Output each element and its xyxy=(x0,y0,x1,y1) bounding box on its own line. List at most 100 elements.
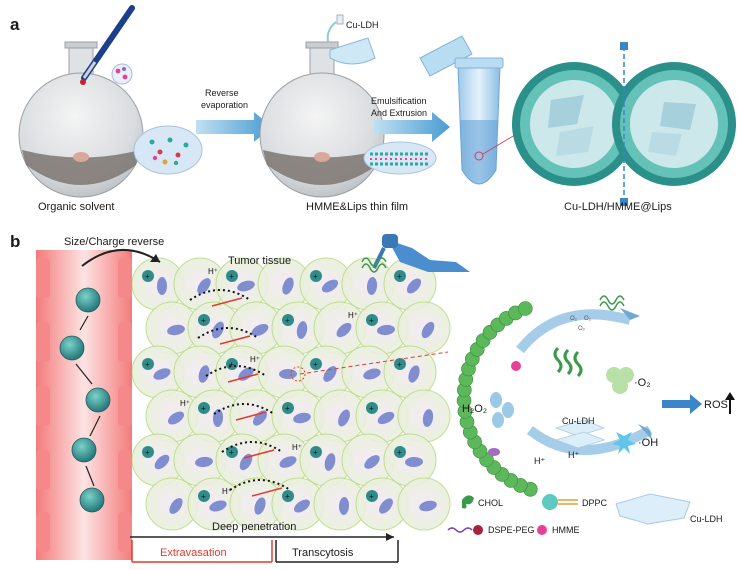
hydroxyl-label: ·OH xyxy=(638,437,658,449)
vessel-nanoparticles xyxy=(59,287,111,513)
cell-nucleus xyxy=(252,410,268,426)
cell-nucleus xyxy=(338,409,350,427)
small-nanoparticle xyxy=(226,270,238,282)
transport-arrow xyxy=(189,289,251,301)
superoxide-label: ·O₂ xyxy=(634,377,651,389)
h-plus-label: H⁺ xyxy=(208,267,218,276)
dppc-legend-icon xyxy=(542,494,558,510)
small-nanoparticle xyxy=(142,270,154,282)
flow-arrow xyxy=(75,363,93,385)
charge-plus: + xyxy=(201,316,206,325)
charge-plus: + xyxy=(145,448,150,457)
lipid-molecules xyxy=(149,137,189,166)
up-arrow-icon xyxy=(725,392,735,414)
legend-hmme: HMME xyxy=(552,525,580,535)
cell-nucleus xyxy=(254,497,266,515)
panel-b-label: b xyxy=(10,232,20,251)
reverse-label: Size/Charge reverse xyxy=(64,236,164,248)
legend-dspe-peg: DSPE-PEG xyxy=(488,525,535,535)
cell-nucleus xyxy=(238,367,254,381)
charge-plus: + xyxy=(229,272,234,281)
h-plus-label: H⁺ xyxy=(292,443,302,452)
small-nanoparticle xyxy=(142,446,154,458)
cell-nucleus xyxy=(336,322,352,338)
h2o2-label: H₂O₂ xyxy=(462,403,487,415)
small-nanoparticle xyxy=(394,358,406,370)
process-arrow-2 xyxy=(374,112,450,142)
mech-hplus-2: H⁺ xyxy=(534,456,545,466)
charge-plus: + xyxy=(397,448,402,457)
charge-plus: + xyxy=(145,272,150,281)
small-nanoparticle xyxy=(394,446,406,458)
arrow1-label-line1: Reverse xyxy=(205,88,239,98)
extravasation-label: Extravasation xyxy=(160,547,227,559)
charge-plus: + xyxy=(313,448,318,457)
transport-arrow xyxy=(197,327,259,339)
caption-thin-film: HMME&Lips thin film xyxy=(306,201,408,213)
legend-cu-ldh: Cu-LDH xyxy=(690,514,723,524)
flask-icon xyxy=(18,41,144,198)
small-nanoparticle xyxy=(282,314,294,326)
chol-legend-icon xyxy=(462,495,474,509)
process-arrow-1 xyxy=(196,112,272,142)
vessel-nanoparticle xyxy=(85,387,111,413)
small-nanoparticle xyxy=(366,490,378,502)
tumor-tissue-label: Tumor tissue xyxy=(228,255,291,267)
charge-plus: + xyxy=(285,492,290,501)
solvent-zoom xyxy=(133,125,203,175)
molecule-bubble xyxy=(111,63,133,85)
extravasation-arrow xyxy=(251,487,283,497)
cell-nucleus xyxy=(197,278,211,294)
transport-arrow xyxy=(229,479,291,491)
mech-cu-ldh-label: Cu-LDH xyxy=(562,416,595,426)
tumor-tissue: +H⁺+++++H⁺+++H⁺++H⁺+++++H⁺+++H⁺++ xyxy=(131,257,451,531)
cell-nucleus xyxy=(408,365,420,383)
cell-nucleus xyxy=(296,321,308,339)
small-nanoparticle xyxy=(142,358,154,370)
lipid-membrane xyxy=(456,301,538,497)
cu-ldh-legend-icon xyxy=(615,493,691,525)
cell-nucleus xyxy=(279,456,297,468)
cell-nucleus xyxy=(377,411,395,425)
cell-nucleus xyxy=(338,497,350,515)
vessel-nanoparticle xyxy=(75,287,101,313)
cell-nucleus xyxy=(282,277,294,295)
small-nanoparticle xyxy=(198,490,210,502)
cell-nucleus xyxy=(153,368,171,380)
mechanism-diagram xyxy=(488,295,653,456)
charge-plus: + xyxy=(397,360,402,369)
charge-plus: + xyxy=(369,404,374,413)
thin-film-layer xyxy=(370,152,430,166)
charge-plus: + xyxy=(201,404,206,413)
h-plus-label: H⁺ xyxy=(250,355,260,364)
cell-nucleus xyxy=(209,500,227,512)
small-nanoparticle xyxy=(282,402,294,414)
charge-plus: + xyxy=(201,492,206,501)
cell-nucleus xyxy=(323,366,337,382)
caption-organic-solvent: Organic solvent xyxy=(38,201,114,213)
cell-nucleus xyxy=(321,279,339,293)
cu-ldh-dish xyxy=(326,14,376,65)
small-nanoparticle xyxy=(394,270,406,282)
light-wave-icon xyxy=(599,295,625,311)
cell-nucleus xyxy=(239,453,253,471)
tube-icon xyxy=(419,35,531,185)
cell-nucleus xyxy=(167,411,185,425)
cell-nucleus xyxy=(405,456,423,468)
cell-nucleus xyxy=(293,412,311,424)
charge-plus: + xyxy=(397,272,402,281)
transcytosis-label: Transcytosis xyxy=(292,547,354,559)
ros-arrow xyxy=(662,394,702,414)
flow-arrow xyxy=(89,415,101,437)
o2-label-3: O₂ xyxy=(578,326,586,332)
pipette-icon xyxy=(80,5,135,85)
o2-label-1: O₂ xyxy=(570,316,578,322)
flow-arrow xyxy=(79,315,89,331)
hmme-legend-icon xyxy=(537,525,547,535)
reverse-arrow xyxy=(81,249,161,267)
charge-plus: + xyxy=(313,272,318,281)
membrane-lipid xyxy=(517,301,533,316)
caption-product: Cu-LDH/HMME@Lips xyxy=(564,201,672,213)
extravasation-arrow xyxy=(227,373,259,383)
